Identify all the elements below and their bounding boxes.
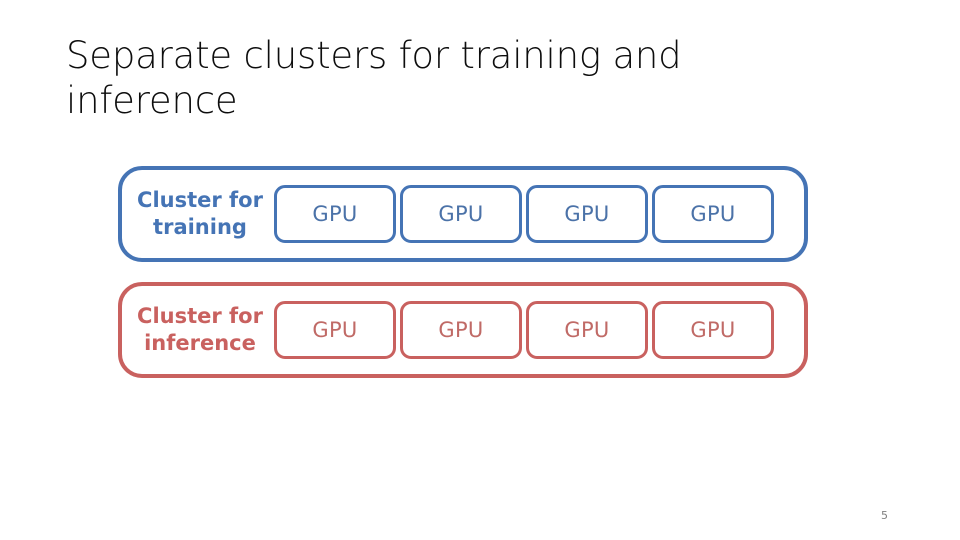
gpu-node[interactable]: GPU <box>526 301 648 359</box>
cluster-group-inference: Cluster for inference GPU GPU GPU GPU <box>118 282 808 378</box>
gpu-row-inference: GPU GPU GPU GPU <box>274 301 804 359</box>
gpu-node[interactable]: GPU <box>400 185 522 243</box>
gpu-node[interactable]: GPU <box>400 301 522 359</box>
gpu-row-training: GPU GPU GPU GPU <box>274 185 804 243</box>
cluster-label-inference: Cluster for inference <box>137 304 263 355</box>
page-title: Separate clusters for training and infer… <box>66 34 682 122</box>
gpu-node[interactable]: GPU <box>652 185 774 243</box>
gpu-node[interactable]: GPU <box>274 301 396 359</box>
gpu-node[interactable]: GPU <box>274 185 396 243</box>
cluster-label-training: Cluster for training <box>137 188 263 239</box>
page-number: 5 <box>881 509 888 522</box>
gpu-node[interactable]: GPU <box>526 185 648 243</box>
cluster-diagram: Cluster for training GPU GPU GPU GPU Clu… <box>118 166 808 378</box>
gpu-node[interactable]: GPU <box>652 301 774 359</box>
cluster-group-training: Cluster for training GPU GPU GPU GPU <box>118 166 808 262</box>
